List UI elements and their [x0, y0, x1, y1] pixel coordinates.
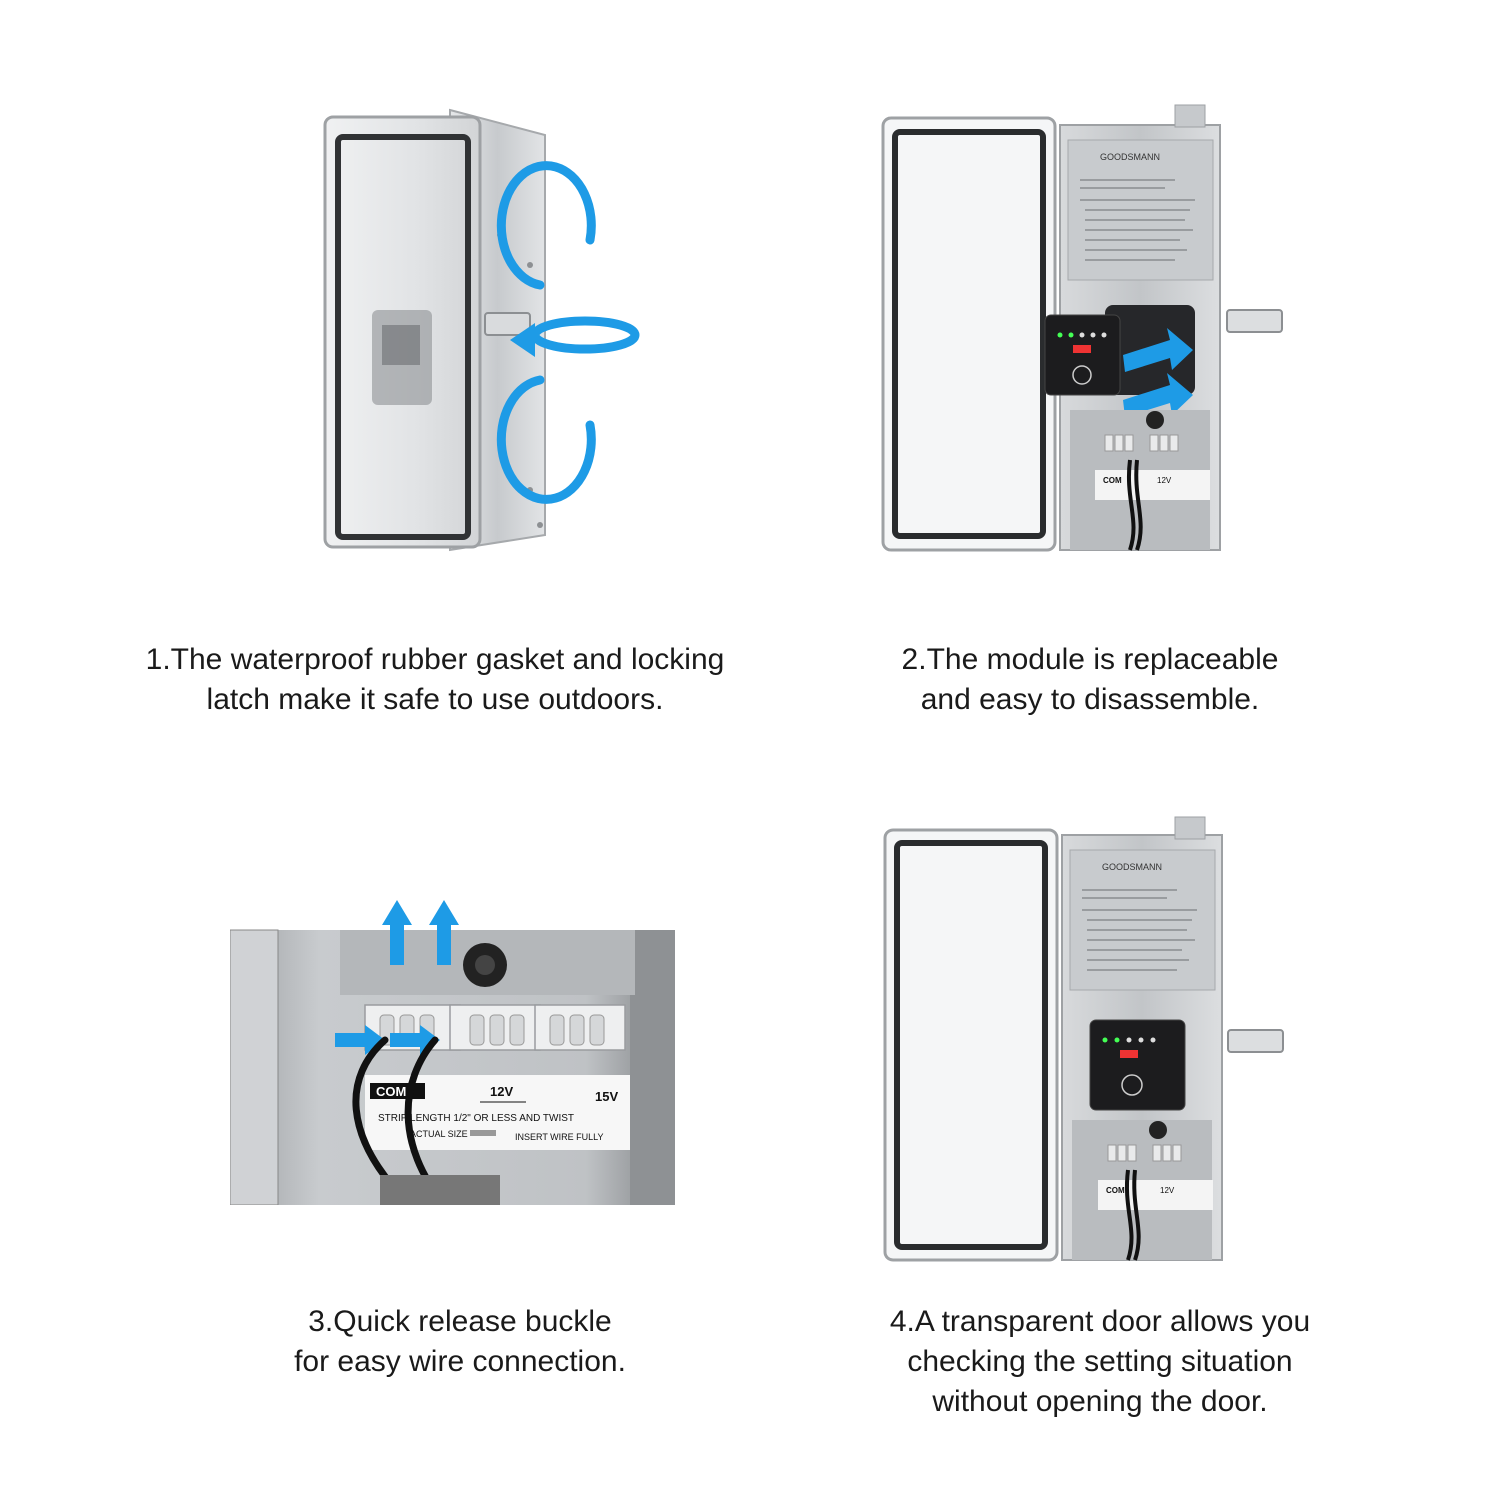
- locking-latch: [484, 312, 531, 336]
- brand-label: GOODSMANN: [1100, 152, 1160, 162]
- latch-arrow-head: [510, 323, 535, 357]
- terminal-12v: 12V: [1160, 1186, 1175, 1195]
- actual-size-label: ACTUAL SIZE: [410, 1129, 468, 1139]
- terminal-15v: 15V: [595, 1089, 618, 1104]
- terminal-com: COM: [376, 1084, 406, 1099]
- rubber-gasket: [892, 129, 1046, 539]
- rubber-gasket: [894, 840, 1048, 1250]
- feature-3-caption: 3.Quick release buckle for easy wire con…: [294, 1305, 626, 1378]
- insert-wire-label: INSERT WIRE FULLY: [515, 1132, 604, 1142]
- feature-2-image: GOODSMANN COM 12V: [875, 100, 1315, 560]
- terminal-12v: 12V: [490, 1084, 513, 1099]
- door-edge: [229, 929, 279, 1206]
- terminal-12v: 12V: [1157, 476, 1172, 485]
- strip-length-label: STRIP LENGTH 1/2" OR LESS AND TWIST: [378, 1113, 574, 1124]
- brand-label: GOODSMANN: [1102, 862, 1162, 872]
- open-door: [883, 828, 1059, 1262]
- locking-latch: [1227, 1029, 1284, 1053]
- feature-1-caption: 1.The waterproof rubber gasket and locki…: [145, 643, 725, 716]
- release-arrow-icon: [382, 900, 459, 965]
- terminal-com: COM: [1106, 1186, 1125, 1195]
- rotate-arrow-icon: [496, 161, 640, 504]
- open-door: [881, 116, 1057, 552]
- locking-latch: [1226, 309, 1283, 333]
- feature-1-image: [300, 95, 660, 575]
- release-arrow-icon: [1123, 328, 1193, 417]
- feature-2-caption: 2.The module is replaceable and easy to …: [901, 643, 1279, 716]
- feature-4-image: GOODSMANN COM 12V: [880, 815, 1310, 1270]
- feature-3-image: COM 12V 15V STRIP LENGTH 1/2" OR LESS AN…: [229, 895, 675, 1209]
- timer-module: [1089, 1019, 1186, 1111]
- box-edge: [630, 930, 675, 1205]
- rubber-gasket: [335, 134, 471, 540]
- feature-4-caption: 4.A transparent door allows you checking…: [889, 1305, 1311, 1418]
- timer-face: [1044, 314, 1121, 396]
- terminal-com: COM: [1103, 476, 1122, 485]
